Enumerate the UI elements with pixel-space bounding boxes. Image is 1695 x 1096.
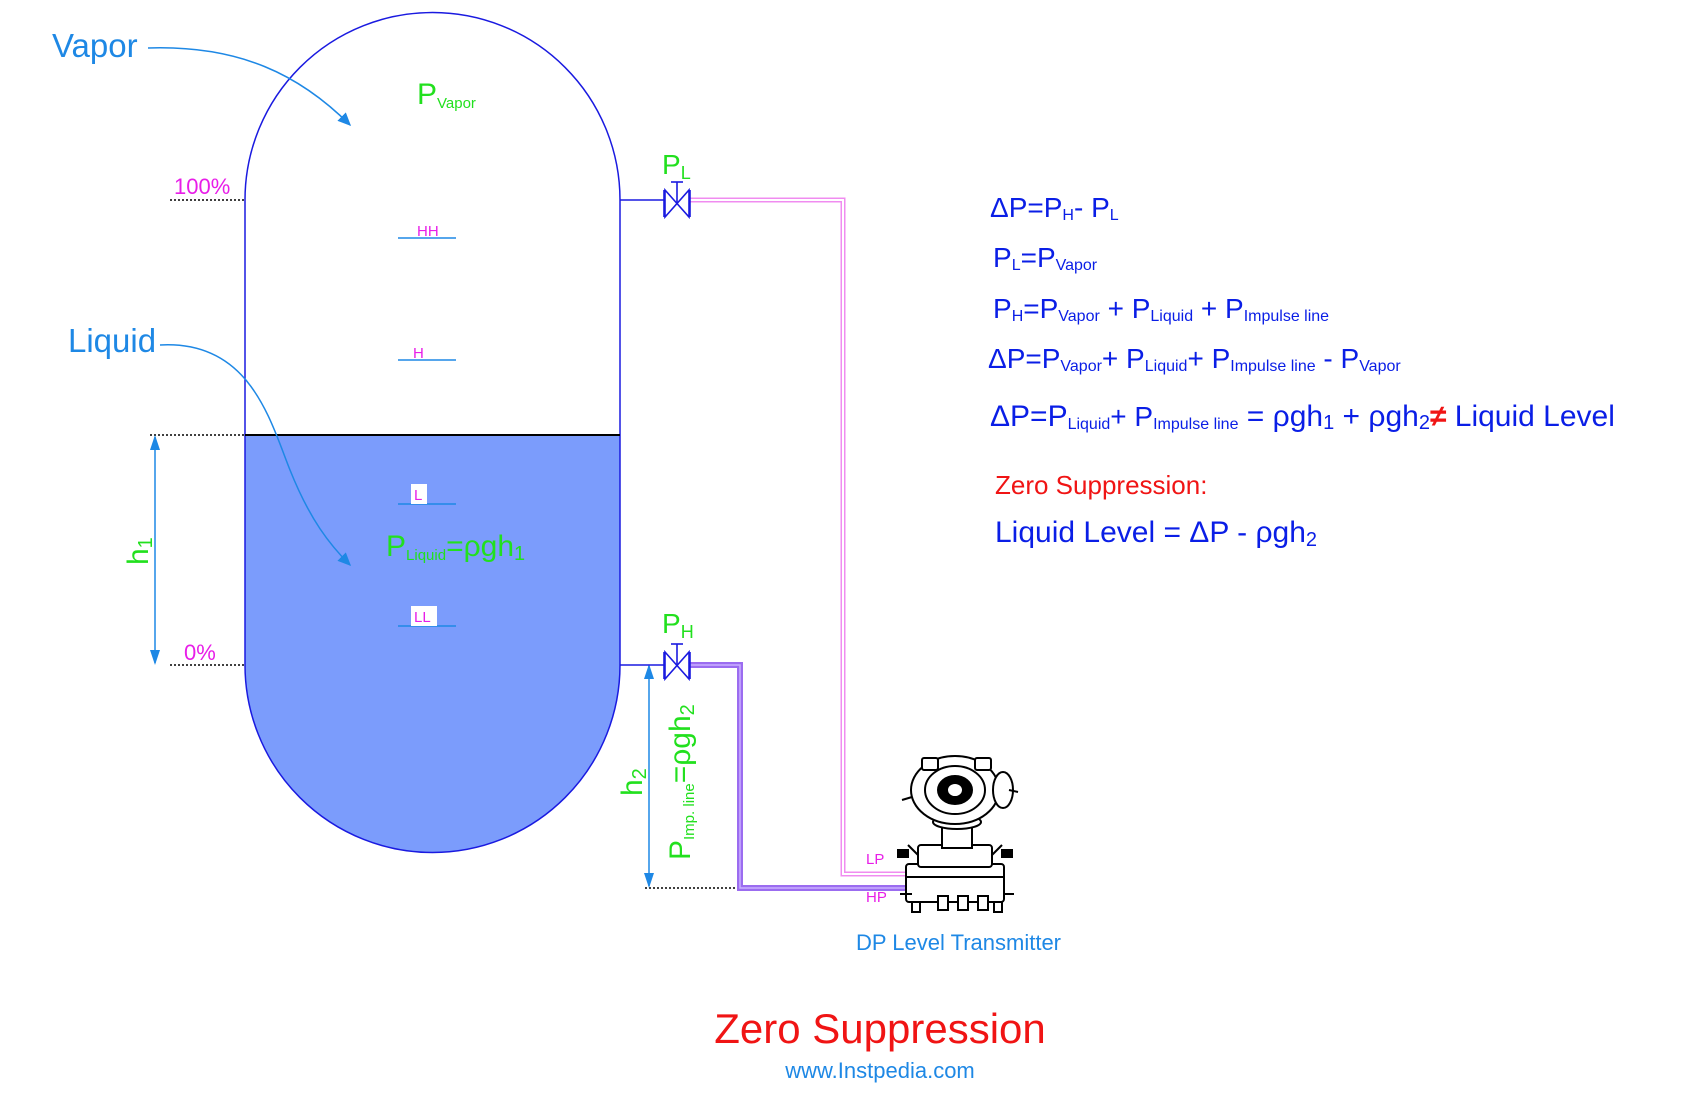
vapor-label: Vapor (52, 27, 138, 64)
hh-label: HH (417, 223, 439, 240)
transmitter-label: DP Level Transmitter (856, 930, 1061, 955)
lp-impulse-line (690, 197, 906, 877)
liquid-arrow (159, 344, 352, 567)
equation-1: ΔP=PH- PL (990, 192, 1119, 224)
equation-4: ΔP=PVapor+ PLiquid+ PImpulse line - PVap… (988, 343, 1401, 375)
p-liquid-label: PLiquid=ρgh1 (386, 530, 525, 565)
zero-suppression-formula: Liquid Level = ΔP - ρgh2 (995, 516, 1317, 551)
l-label-box (411, 484, 427, 504)
h1-label: h1 (122, 537, 157, 565)
hp-valve (663, 643, 691, 682)
h2-label: h2 (616, 768, 651, 796)
hp-label: HP (866, 889, 887, 906)
diagram-title: Zero Suppression (714, 1005, 1046, 1052)
lp-label: LP (866, 851, 884, 868)
lp-valve (663, 181, 691, 220)
l-label: L (414, 487, 422, 504)
liquid-fill (245, 435, 620, 853)
zero-suppression-subtitle: Zero Suppression: (995, 470, 1207, 500)
vapor-arrow (147, 47, 352, 127)
level-0-label: 0% (184, 640, 216, 665)
ll-label-box (411, 606, 437, 626)
ll-label: LL (414, 609, 431, 626)
equation-2: PL=PVapor (993, 242, 1098, 274)
liquid-label: Liquid (68, 322, 156, 359)
dp-transmitter-icon (897, 755, 1019, 913)
h-label: H (413, 345, 424, 362)
equation-3: PH=PVapor + PLiquid + PImpulse line (993, 293, 1329, 325)
source-url: www.Instpedia.com (784, 1058, 975, 1083)
p-imp-line-label: PImp. line=ρgh2 (664, 704, 699, 860)
p-vapor-label: PVapor (417, 78, 476, 112)
p-h-label: PH (662, 608, 694, 642)
equation-5: ΔP=PLiquid+ PImpulse line = ρgh1 + ρgh2≠… (990, 400, 1615, 434)
p-l-label: PL (662, 149, 691, 183)
level-100-label: 100% (174, 174, 230, 199)
